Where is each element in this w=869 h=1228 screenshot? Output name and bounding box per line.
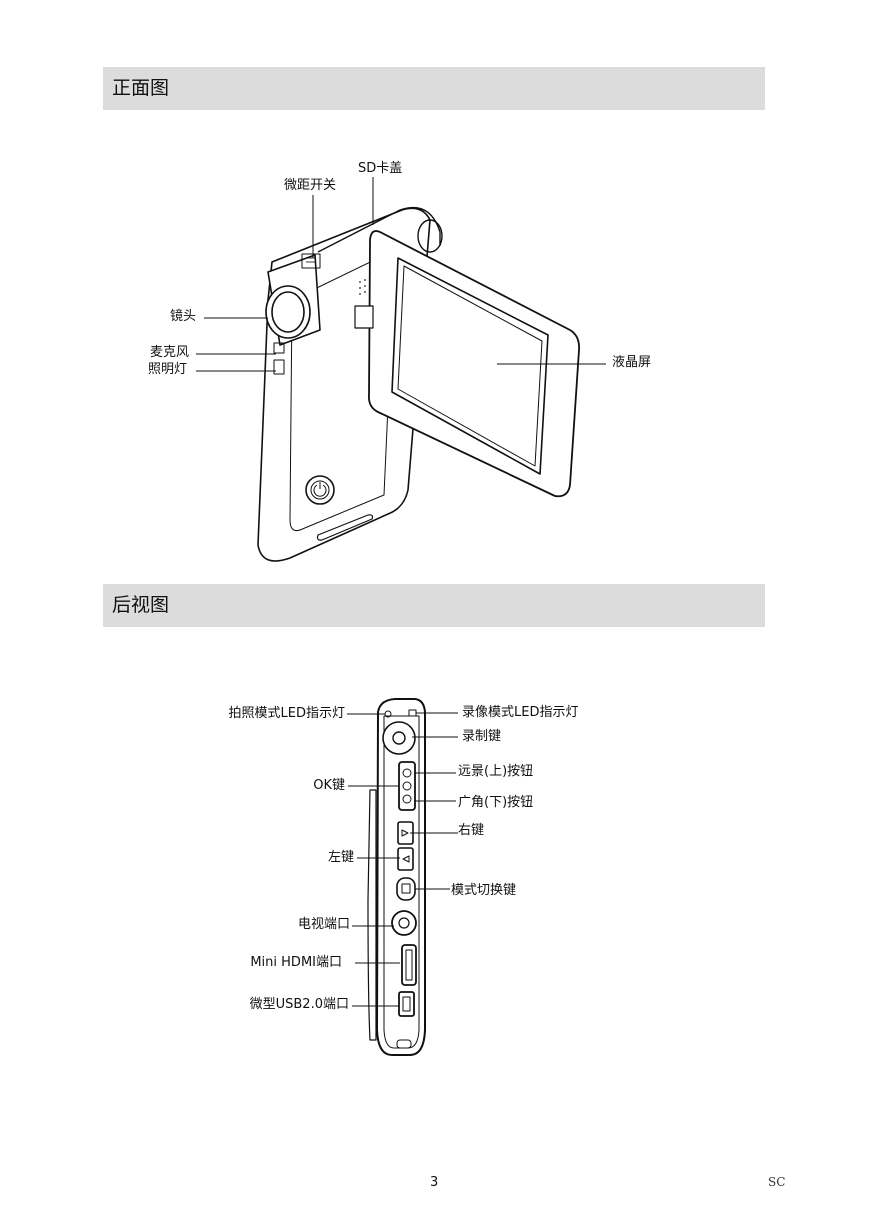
label-usb-port: 微型USB2.0端口 <box>249 997 349 1012</box>
label-hdmi-port: Mini HDMI端口 <box>250 955 342 970</box>
label-macro-switch: 微距开关 <box>284 178 337 193</box>
front-leader-lines <box>196 177 606 372</box>
label-sd-card-cover: SD卡盖 <box>358 161 403 176</box>
label-record-button: 录制键 <box>462 729 502 744</box>
page-number: 3 <box>430 1175 439 1190</box>
label-video-mode-led: 录像模式LED指示灯 <box>462 705 579 720</box>
back-camera-drawing <box>367 698 426 1056</box>
label-lens: 镜头 <box>170 309 197 324</box>
label-light: 照明灯 <box>148 362 188 377</box>
label-tv-port: 电视端口 <box>297 917 350 932</box>
label-photo-mode-led: 拍照模式LED指示灯 <box>228 706 345 721</box>
label-tele-button: 远景(上)按钮 <box>458 764 534 779</box>
label-wide-button: 广角(下)按钮 <box>458 795 534 810</box>
front-camera-drawing <box>257 206 580 562</box>
label-mode-switch: 模式切换键 <box>451 883 517 898</box>
language-code: SC <box>768 1175 786 1189</box>
label-microphone: 麦克风 <box>150 345 190 360</box>
label-left-button: 左键 <box>327 850 354 865</box>
back-leader-lines <box>347 712 458 1007</box>
section-header-front: 正面图 <box>103 67 765 110</box>
section-header-back: 后视图 <box>103 584 765 627</box>
label-ok-button: OK键 <box>313 778 345 793</box>
label-right-button: 右键 <box>458 823 485 838</box>
label-lcd-screen: 液晶屏 <box>612 355 652 370</box>
